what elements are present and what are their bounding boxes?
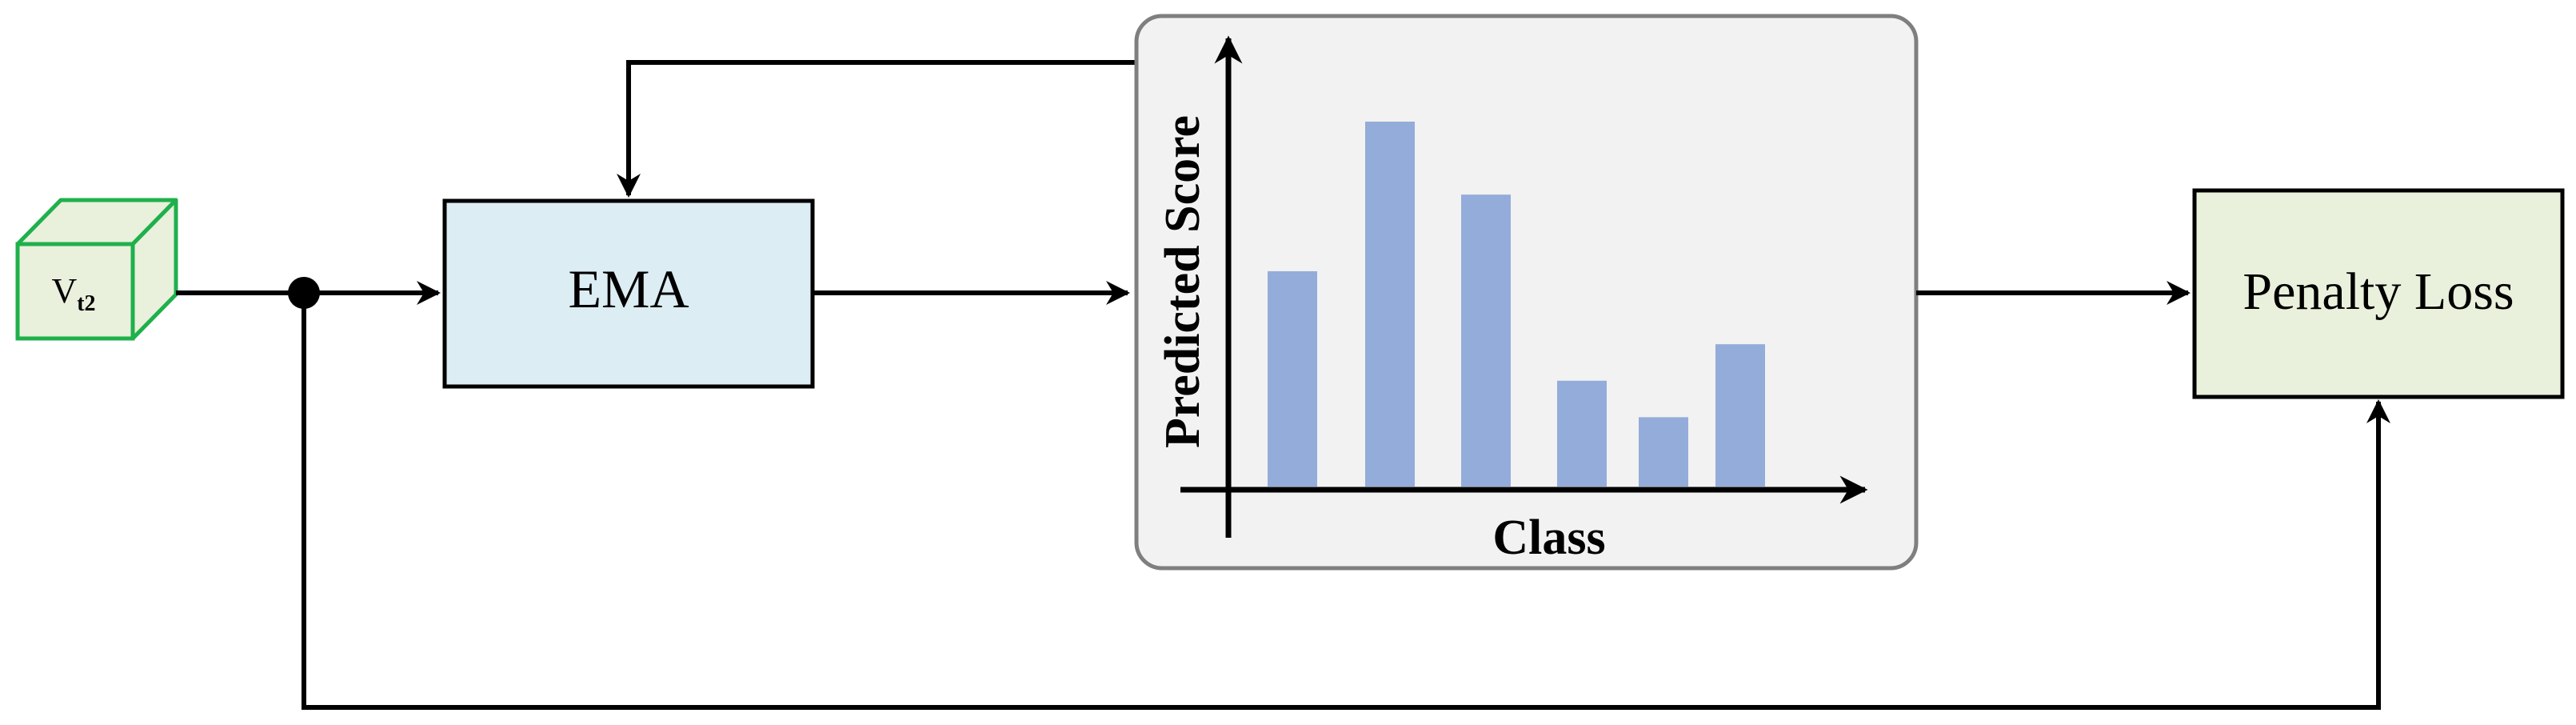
bar — [1715, 344, 1765, 487]
bar — [1639, 417, 1688, 487]
ema-label: EMA — [568, 258, 689, 319]
bar — [1268, 270, 1317, 487]
x-axis-label: Class — [1492, 511, 1605, 565]
input-symbol: V — [51, 271, 77, 310]
penalty-loss-label: Penalty Loss — [2243, 262, 2514, 321]
bar-series — [1268, 122, 1765, 487]
ema-box — [442, 198, 815, 389]
cube-front-face — [15, 242, 135, 341]
bar — [1461, 194, 1511, 487]
skip-connection-arrow — [302, 293, 2390, 710]
feedback-arrow — [617, 60, 1136, 198]
penalty-loss-box — [2192, 188, 2565, 399]
bar — [1557, 380, 1607, 487]
chart-panel — [1134, 14, 1919, 571]
input-subscript: t2 — [77, 291, 95, 316]
bar — [1365, 122, 1415, 487]
input-cube: Vt2 — [15, 198, 178, 341]
input-label: Vt2 — [51, 271, 95, 316]
y-axis-label: Predicted Score — [1156, 115, 1210, 448]
